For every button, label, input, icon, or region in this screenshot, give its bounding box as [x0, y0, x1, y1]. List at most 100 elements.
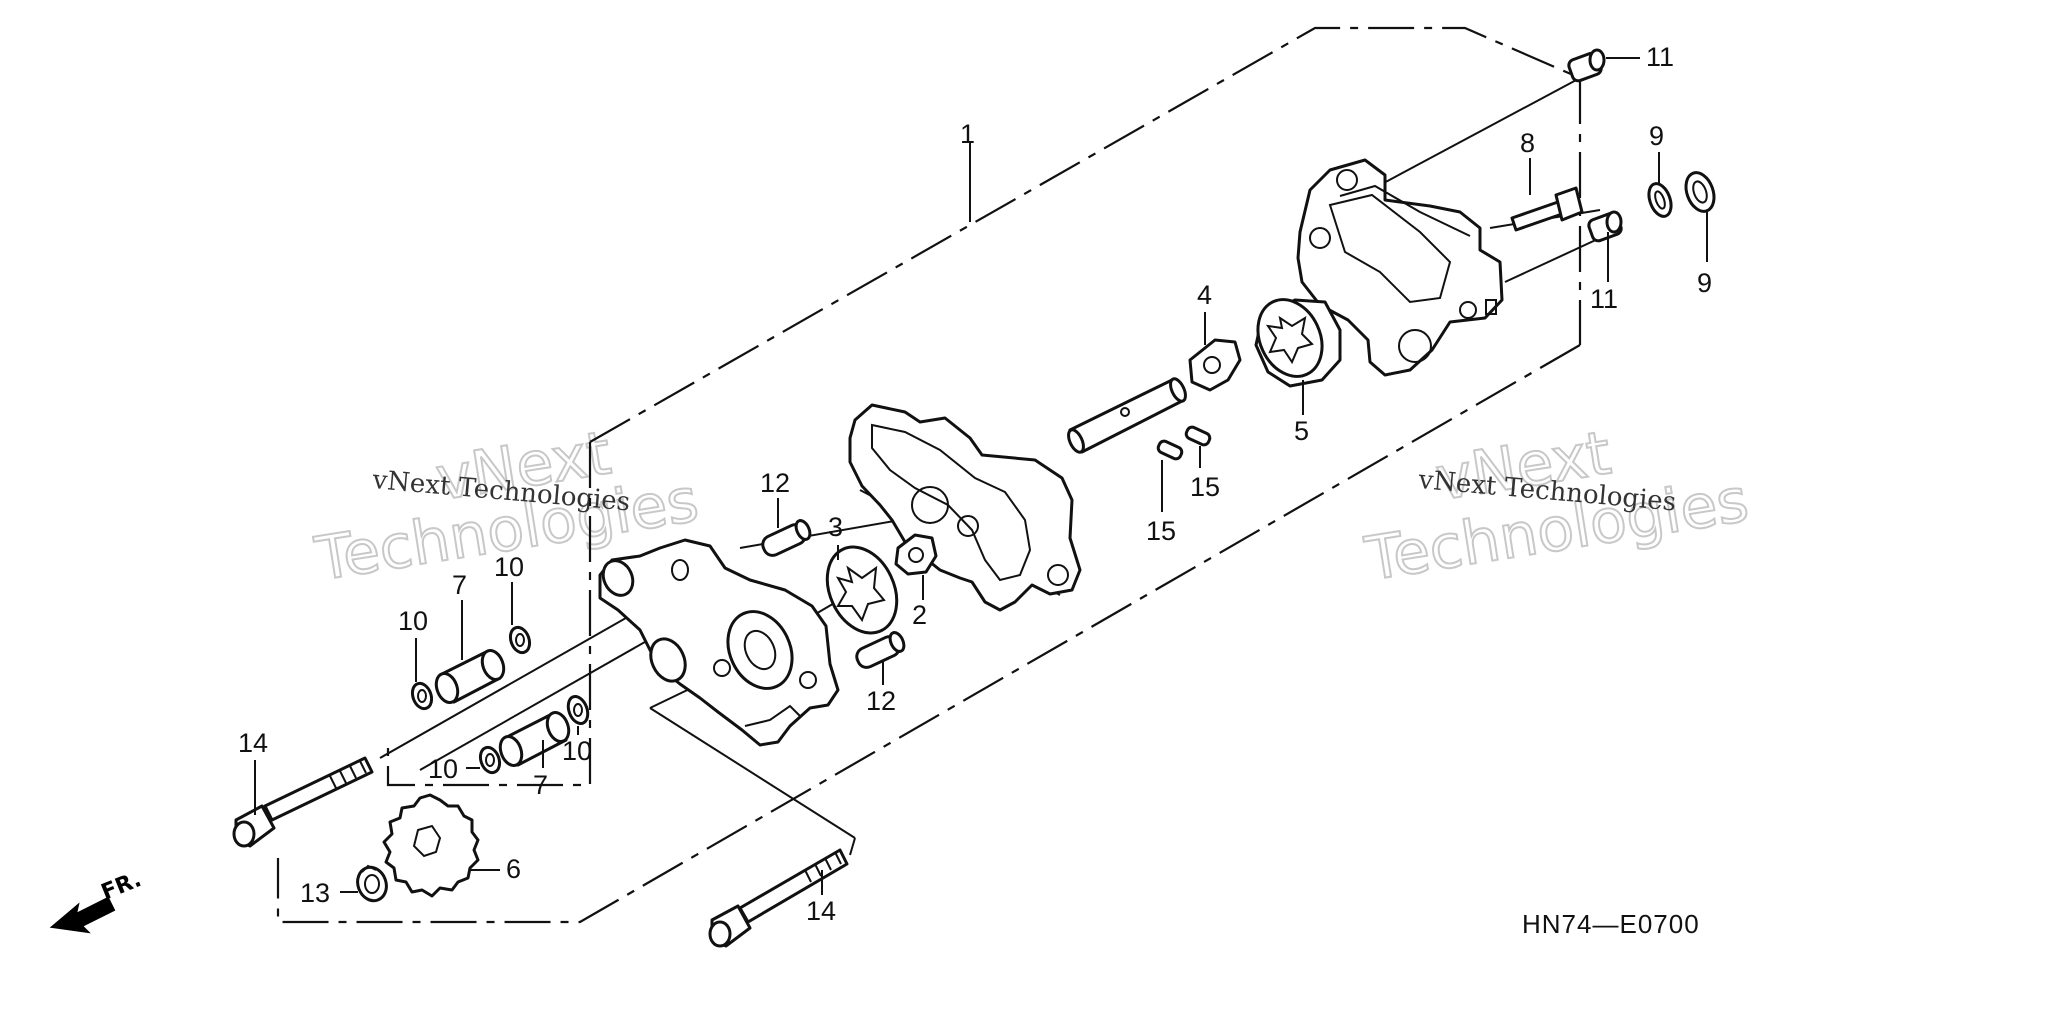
callout-11b: 11	[1590, 284, 1618, 314]
guide-line	[419, 621, 681, 771]
washer-shape	[478, 745, 502, 775]
housing-shape	[598, 538, 840, 747]
washer-hole	[573, 703, 583, 717]
callout-9a: 9	[1649, 121, 1664, 151]
pump-body-right	[1296, 158, 1504, 377]
housing-hole	[713, 659, 731, 677]
inner-rotor-2	[894, 533, 938, 600]
bolt-head-face	[232, 820, 256, 848]
dowel-end	[888, 631, 906, 653]
washer-10-upper-right	[508, 582, 532, 655]
sprocket-shape	[382, 793, 480, 898]
assembly-outline-top	[589, 26, 1581, 443]
callout-12a: 12	[760, 468, 790, 498]
callout-5: 5	[1294, 416, 1309, 446]
rotor-lobes	[835, 565, 886, 623]
callout-10d: 10	[562, 736, 592, 766]
callout-15a: 15	[1146, 516, 1176, 546]
guide-line	[849, 837, 856, 856]
dowel-12-a	[761, 498, 812, 557]
housing-hole	[1459, 301, 1477, 319]
pin-15-b	[1184, 425, 1212, 468]
callout-12b: 12	[866, 686, 896, 716]
rotor-lobes	[1265, 315, 1314, 365]
arrow-icon	[49, 896, 116, 934]
sprocket-hub	[412, 824, 442, 858]
washer-hole	[417, 689, 427, 703]
washer-9-a	[1647, 152, 1673, 218]
washer-hole	[515, 633, 525, 647]
callout-labels: 1 2 3 4 5 6 7 7 8 9 9 10 10 10 10 11 11 …	[238, 42, 1712, 926]
clip-tab	[361, 864, 377, 873]
collar-end	[545, 710, 571, 744]
rotor-hole	[908, 547, 924, 563]
callout-10c: 10	[428, 754, 458, 784]
shaft	[1067, 377, 1187, 454]
plate-hole	[911, 486, 949, 524]
rotor-face	[1256, 298, 1324, 378]
bolt-14-upper	[232, 756, 374, 848]
rotor-shape	[894, 533, 938, 576]
front-direction-arrow: FR.	[49, 867, 145, 934]
washer-10-upper-left	[410, 638, 434, 711]
pump-body-left	[598, 538, 840, 747]
shaft-hole	[1120, 407, 1130, 417]
washer-10-lower-left	[466, 745, 502, 775]
washer-hole	[485, 753, 495, 767]
pin-shape	[1156, 439, 1184, 461]
assembly-outline	[276, 26, 1582, 924]
collar-7-lower	[498, 710, 571, 768]
bolt-shank	[263, 756, 374, 822]
bolt-8	[1510, 158, 1584, 232]
housing-bore	[743, 629, 777, 671]
collar-end	[1605, 210, 1623, 234]
housing-tab	[1485, 299, 1497, 315]
housing-hole	[799, 671, 817, 689]
collar-7-upper	[434, 600, 506, 705]
callout-14b: 14	[806, 896, 836, 926]
outer-rotor-5	[1254, 298, 1342, 415]
collar-end	[434, 671, 460, 705]
callout-6: 6	[506, 854, 521, 884]
pin-shape	[1184, 425, 1212, 447]
callout-11a: 11	[1646, 42, 1674, 72]
pump-plate-middle	[848, 403, 1082, 612]
assembly-outline-bottom	[276, 344, 1581, 924]
housing-boss	[649, 637, 687, 683]
outer-rotor-3	[825, 545, 899, 635]
clip-hole	[364, 874, 380, 894]
housing-hole	[1309, 227, 1331, 249]
assembly-outline-left	[386, 442, 592, 787]
guide-line	[649, 707, 856, 839]
bolt-thread	[804, 851, 842, 883]
washer-shape	[508, 625, 532, 655]
shaft-end	[1169, 377, 1187, 403]
housing-edge	[1339, 184, 1471, 237]
dowel-end	[794, 519, 812, 541]
washer-hole	[1654, 190, 1666, 210]
housing-hole	[1336, 169, 1358, 191]
housing-hole	[601, 559, 635, 597]
callout-9b: 9	[1697, 268, 1712, 298]
washer-shape	[410, 681, 434, 711]
bolt-head	[1554, 186, 1584, 222]
collar-11-side	[1587, 210, 1623, 282]
pin-15-a	[1156, 439, 1184, 512]
callout-13: 13	[300, 878, 330, 908]
collar-11-top	[1567, 48, 1640, 83]
dowel-12-b	[855, 631, 906, 685]
plate-channel	[871, 423, 1032, 582]
housing-edge	[744, 704, 801, 727]
guide-line	[1504, 237, 1601, 283]
callout-10a: 10	[398, 606, 428, 636]
housing-hole	[671, 559, 689, 581]
bolt-head-face	[708, 920, 732, 948]
washer-9-b	[1684, 171, 1716, 262]
callout-15b: 15	[1190, 472, 1220, 502]
housing-boss	[726, 610, 794, 690]
collar-end	[498, 734, 524, 768]
watermark-right: vNext Technologies vNext Technologies	[1359, 417, 1754, 596]
housing-channel	[1328, 193, 1452, 304]
plate-hole	[1047, 564, 1069, 586]
